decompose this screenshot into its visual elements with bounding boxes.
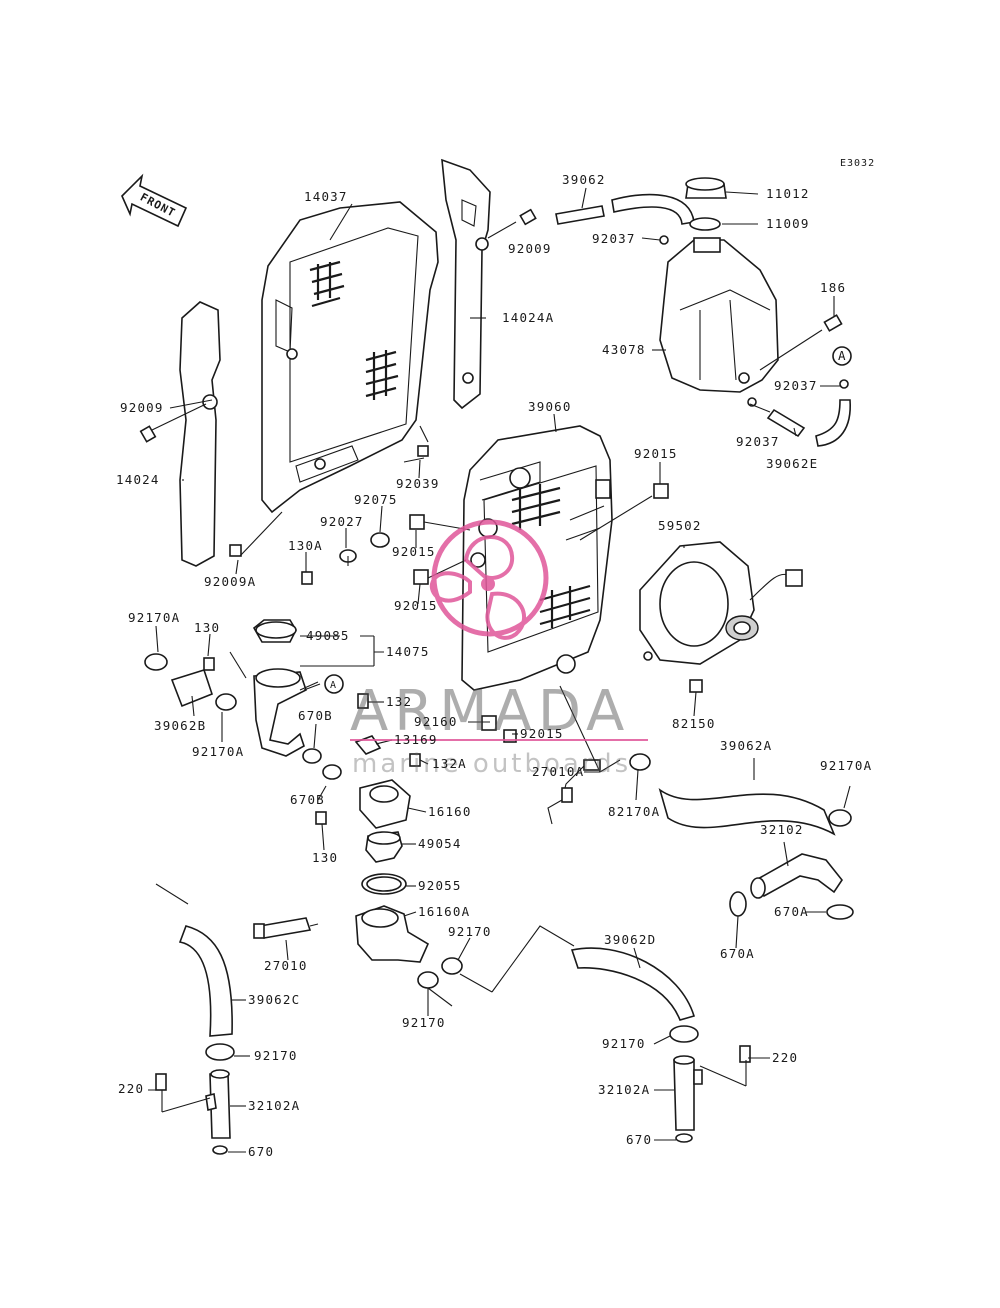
part-label: 130 — [194, 620, 220, 635]
part-label: 39062D — [604, 932, 656, 947]
upper-hose-part — [658, 788, 836, 836]
watermark-subtitle: marine outboards — [352, 749, 631, 779]
part-label: 32102 — [760, 822, 804, 837]
part-label: 39062 — [562, 172, 606, 187]
part-label: 13169 — [394, 732, 438, 747]
part-label: 92015 — [520, 726, 564, 741]
part-label: 186 — [820, 280, 846, 295]
part-label: 32102A — [248, 1098, 300, 1113]
lower-hose-part — [570, 947, 696, 1021]
part-label: 92170A — [820, 758, 872, 773]
part-label: 92170 — [254, 1048, 298, 1063]
part-label: 132A — [432, 756, 467, 771]
part-label: 92037 — [592, 231, 636, 246]
reservoir-cap-part — [685, 177, 727, 231]
part-label: 92075 — [354, 492, 398, 507]
hose-part — [555, 193, 695, 245]
part-label: 27010 — [264, 958, 308, 973]
part-label: 14075 — [386, 644, 430, 659]
part-label: 670 — [248, 1144, 274, 1159]
part-label: 670A — [720, 946, 755, 961]
part-label: 49085 — [306, 628, 350, 643]
overflow-hose-part — [747, 346, 852, 447]
part-label: A — [838, 348, 847, 363]
part-label: A — [330, 680, 337, 691]
part-label: 39060 — [528, 399, 572, 414]
radiator-core-part — [461, 425, 613, 691]
part-label: 92015 — [392, 544, 436, 559]
part-label: 39062C — [248, 992, 300, 1007]
part-label: 27010A — [532, 764, 584, 779]
part-label: 92009 — [508, 241, 552, 256]
part-label: 92027 — [320, 514, 364, 529]
part-label: 92170A — [128, 610, 180, 625]
left-hose-part — [155, 883, 233, 1037]
part-label: 49054 — [418, 836, 462, 851]
part-label: 130 — [312, 850, 338, 865]
watermark-title: ARMADA — [350, 679, 630, 744]
water-pipe-part — [729, 853, 854, 920]
part-label: 92009 — [120, 400, 164, 415]
part-label: 92170 — [448, 924, 492, 939]
part-label: 82170A — [608, 804, 660, 819]
part-label: 11009 — [766, 216, 810, 231]
part-label: 32102A — [598, 1082, 650, 1097]
part-label: 39062E — [766, 456, 818, 471]
part-label: 92037 — [774, 378, 818, 393]
thermostat-housing-part — [302, 693, 421, 895]
filler-neck-part — [203, 619, 344, 757]
hose-clamp-icon — [144, 653, 852, 827]
part-label: 670 — [626, 1132, 652, 1147]
part-label: 670A — [774, 904, 809, 919]
part-label: 14024A — [502, 310, 554, 325]
left-lower-pipe-part — [155, 1043, 235, 1155]
part-labels: 14037 92009 14024A 92009 14024 92009A 92… — [116, 172, 872, 1159]
part-label: 92015 — [394, 598, 438, 613]
radiator-shroud-part — [261, 201, 439, 514]
right-shroud-part — [441, 158, 491, 410]
part-label: 82150 — [672, 716, 716, 731]
leader-lines — [148, 187, 851, 1153]
part-label: 14024 — [116, 472, 160, 487]
part-label: 92037 — [736, 434, 780, 449]
bolt-icon — [139, 208, 537, 557]
part-label: 92160 — [414, 714, 458, 729]
part-label: 92009A — [204, 574, 256, 589]
part-label: 16160 — [428, 804, 472, 819]
part-label: 92170 — [402, 1015, 446, 1030]
front-arrow-icon: FRONT — [121, 173, 188, 228]
part-label: 39062A — [720, 738, 772, 753]
part-label: 16160A — [418, 904, 470, 919]
part-label: 92039 — [396, 476, 440, 491]
part-label: 92055 — [418, 878, 462, 893]
part-label: 220 — [772, 1050, 798, 1065]
lower-housing-part — [253, 905, 463, 989]
part-label: 39062B — [154, 718, 206, 733]
part-label: 92170 — [602, 1036, 646, 1051]
left-shroud-part — [179, 301, 221, 567]
right-lower-pipe-part — [669, 1025, 751, 1143]
watermark-logo: ARMADA marine outboards — [350, 519, 648, 779]
part-label: 92015 — [634, 446, 678, 461]
part-label: 220 — [118, 1081, 144, 1096]
part-label: 59502 — [658, 518, 702, 533]
part-label: 130A — [288, 538, 323, 553]
part-label: 670B — [298, 708, 333, 723]
part-label: 132 — [386, 694, 412, 709]
part-label: 11012 — [766, 186, 810, 201]
cooling-fan-part — [639, 541, 803, 693]
reservoir-tank-part — [659, 237, 843, 393]
part-label: 43078 — [602, 342, 646, 357]
part-label: 670B — [290, 792, 325, 807]
part-label: 14037 — [304, 189, 348, 204]
part-label: 92170A — [192, 744, 244, 759]
diagram-code: E3032 — [840, 158, 875, 169]
